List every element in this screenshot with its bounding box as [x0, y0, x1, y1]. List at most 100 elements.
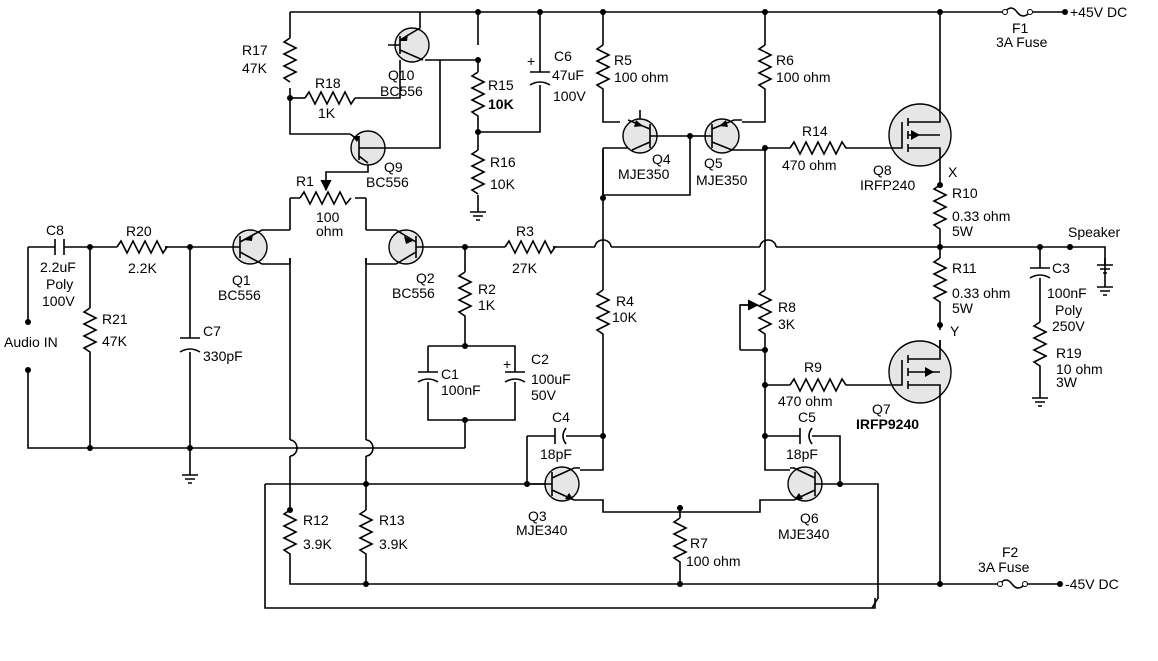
q6-part: MJE340	[778, 526, 830, 542]
q7-ref: Q7	[872, 401, 891, 417]
r16-value: 10K	[490, 176, 516, 192]
r17-ref: R17	[242, 42, 268, 58]
q9-ref: Q9	[384, 159, 403, 175]
capacitor-c1	[417, 371, 439, 383]
f1-value: 3A Fuse	[996, 34, 1048, 50]
r5-value: 100 ohm	[614, 69, 668, 85]
q4-ref: Q4	[652, 151, 671, 167]
c3-ref: C3	[1052, 260, 1070, 276]
q9-part: BC556	[366, 174, 409, 190]
r8-value: 3K	[778, 316, 796, 332]
resistor-r8	[757, 289, 773, 335]
c1-ref: C1	[441, 366, 459, 382]
speaker-label: Speaker	[1068, 224, 1120, 240]
c6-value2: 100V	[553, 88, 586, 104]
capacitor-c8	[54, 239, 65, 255]
transistor-q2	[365, 229, 428, 265]
c6-value: 47uF	[552, 67, 584, 83]
capacitor-c2	[504, 371, 526, 383]
r19-ref: R19	[1056, 345, 1082, 361]
r11-value2: 5W	[952, 300, 974, 316]
r1-value: 100	[316, 209, 340, 225]
resistor-r9	[789, 377, 850, 393]
resistor-r13	[358, 509, 374, 558]
node-x-label: X	[948, 164, 958, 180]
r20-value: 2.2K	[128, 260, 157, 276]
r10-value2: 5W	[952, 223, 974, 239]
r7-ref: R7	[690, 535, 708, 551]
q8-part: IRFP240	[860, 177, 915, 193]
resistor-r17	[282, 37, 298, 83]
resistor-r21	[82, 307, 98, 358]
resistor-r16	[470, 149, 486, 195]
capacitor-c3	[1029, 267, 1051, 279]
c3-value2: Poly	[1055, 302, 1082, 318]
r10-ref: R10	[952, 185, 978, 201]
q5-part: MJE350	[696, 172, 748, 188]
mosfet-q7	[880, 340, 952, 405]
q3-part: MJE340	[516, 522, 568, 538]
junctions	[25, 9, 1073, 587]
r21-value: 47K	[102, 333, 128, 349]
resistor-r19	[1032, 321, 1048, 372]
r10-value: 0.33 ohm	[952, 208, 1010, 224]
c5-ref: C5	[798, 409, 816, 425]
r20-ref: R20	[126, 223, 152, 239]
c6-ref: C6	[554, 48, 572, 64]
r1-value2: ohm	[316, 223, 343, 239]
c7-ref: C7	[203, 323, 221, 339]
r15-value: 10K	[488, 96, 514, 112]
c3-value3: 250V	[1052, 318, 1085, 334]
resistor-r15	[470, 71, 486, 125]
q7-part: IRFP9240	[856, 416, 919, 432]
r11-value: 0.33 ohm	[952, 285, 1010, 301]
resistor-r18	[304, 90, 356, 106]
r2-ref: R2	[478, 281, 496, 297]
q10-ref: Q10	[388, 67, 415, 83]
c8-value: 2.2uF	[40, 259, 76, 275]
c5-value: 18pF	[786, 446, 818, 462]
transistor-q9	[349, 130, 386, 166]
wires	[27, 11, 1106, 609]
r18-value: 1K	[318, 105, 336, 121]
r9-ref: R9	[804, 359, 822, 375]
q2-ref: Q2	[416, 270, 435, 286]
q1-ref: Q1	[232, 272, 251, 288]
q4-part: MJE350	[618, 166, 670, 182]
c2-value: 100uF	[531, 371, 571, 387]
r16-ref: R16	[490, 154, 516, 170]
r19-value: 10 ohm	[1056, 361, 1103, 377]
q10-part: BC556	[380, 83, 423, 99]
r12-value: 3.9K	[303, 536, 332, 552]
r19-value2: 3W	[1056, 374, 1078, 390]
c2-ref: C2	[531, 351, 549, 367]
c8-value2: Poly	[46, 276, 73, 292]
r3-value: 27K	[512, 260, 538, 276]
wire-hops	[289, 239, 777, 457]
resistor-r6	[757, 44, 773, 100]
r13-ref: R13	[379, 512, 405, 528]
transistor-q4	[622, 118, 690, 154]
r9-value: 470 ohm	[778, 393, 832, 409]
q1-part: BC556	[218, 287, 261, 303]
f2-value: 3A Fuse	[978, 559, 1030, 575]
r7-value: 100 ohm	[686, 553, 740, 569]
resistor-r5	[595, 44, 611, 100]
capacitor-c4	[554, 427, 567, 445]
resistor-r2	[457, 271, 473, 322]
r6-ref: R6	[776, 52, 794, 68]
r14-value: 470 ohm	[782, 157, 836, 173]
r11-ref: R11	[952, 260, 977, 276]
r5-ref: R5	[614, 52, 632, 68]
r8-ref: R8	[778, 299, 796, 315]
resistor-r7	[672, 517, 688, 568]
r21-ref: R21	[102, 311, 128, 327]
terminals	[1067, 244, 1073, 250]
labels: +45V DC -45V DC Speaker Audio IN F1 3A F…	[4, 4, 1127, 592]
c8-value3: 100V	[42, 293, 75, 309]
r6-value: 100 ohm	[776, 69, 830, 85]
svg-text:+: +	[527, 53, 535, 69]
resistor-r1	[299, 190, 352, 206]
r17-value: 47K	[242, 60, 268, 76]
